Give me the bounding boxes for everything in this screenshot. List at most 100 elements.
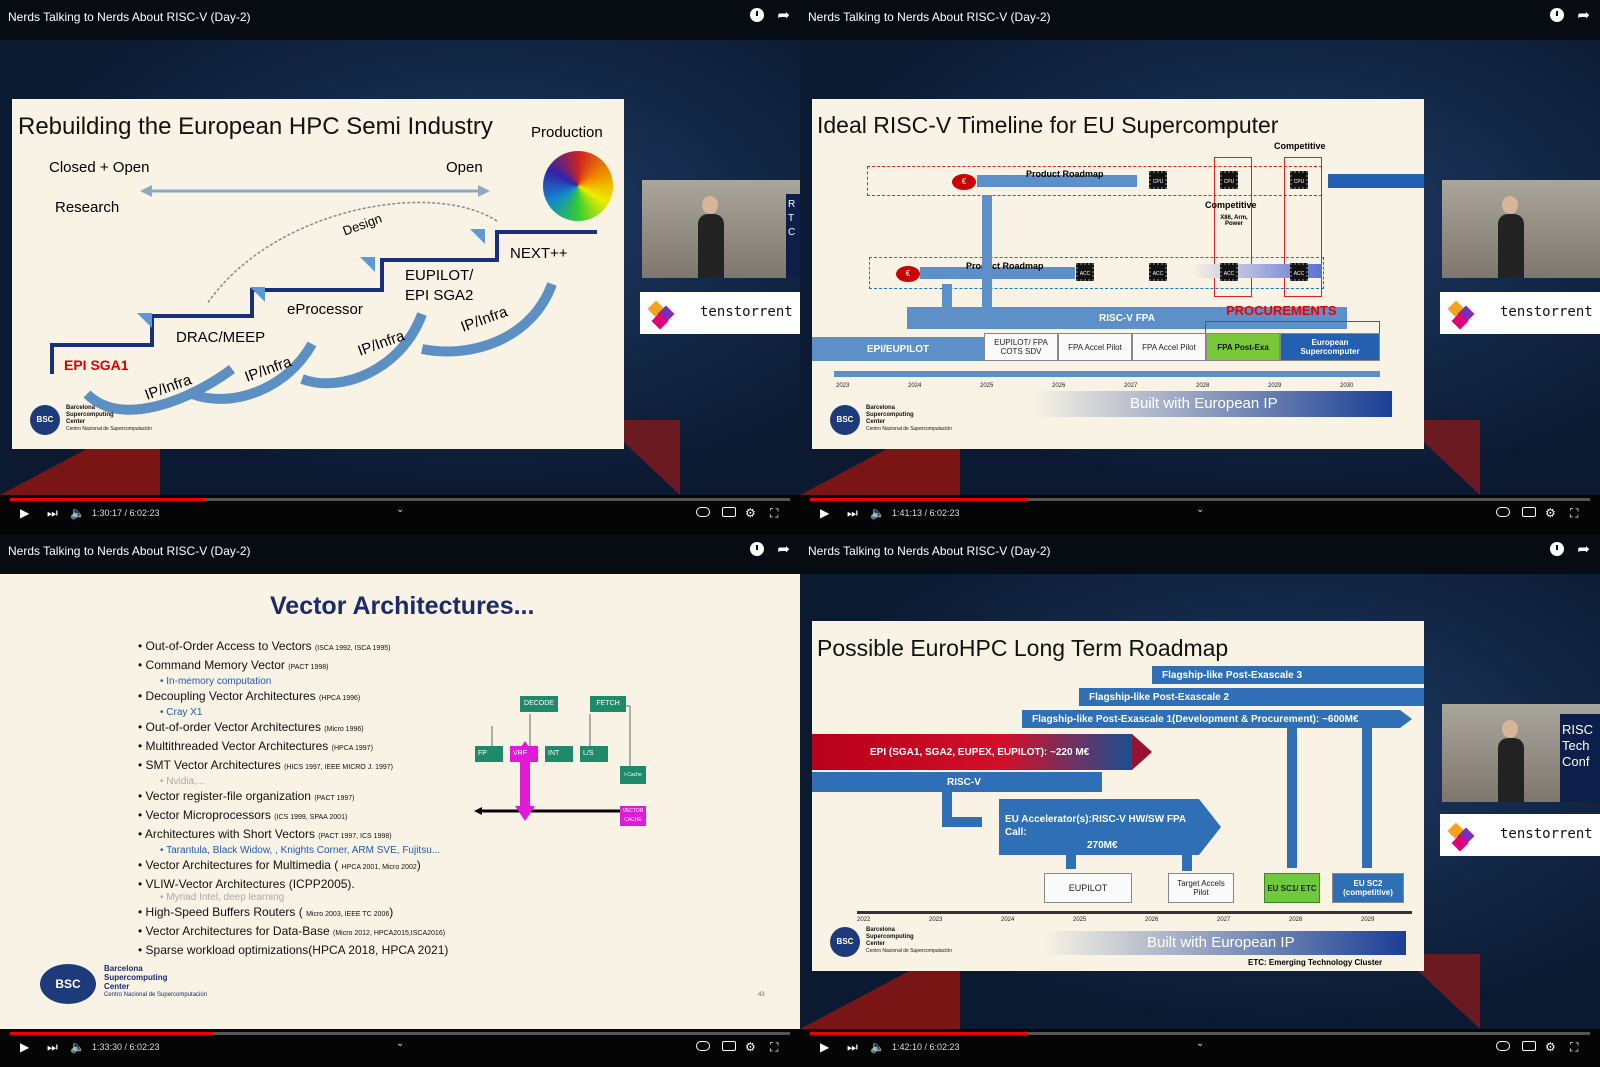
bullet-item: • Multithreaded Vector Architectures (HP… — [138, 739, 373, 753]
product-roadmap-label: Product Roadmap — [966, 261, 1044, 271]
tenstorrent-logo: tenstorrent — [1440, 292, 1600, 334]
share-icon[interactable]: ➦ — [777, 541, 790, 558]
tenstorrent-logo: tenstorrent — [640, 292, 800, 334]
bullet-item: • Decoupling Vector Architectures (HPCA … — [138, 689, 361, 703]
riscv-fpa-bar: RISC-V FPA — [907, 307, 1347, 329]
competitive-column-box — [1214, 157, 1252, 297]
video-title[interactable]: Nerds Talking to Nerds About RISC-V (Day… — [808, 10, 1051, 24]
down-arrow — [1287, 728, 1297, 868]
settings-icon[interactable]: ⚙ — [1545, 506, 1556, 520]
timeline-box: EUPILOT/ FPA COTS SDV — [984, 333, 1058, 361]
built-with-arrow: Built with European IP — [1042, 931, 1406, 955]
chip-icon: CPU — [1290, 171, 1308, 189]
settings-icon[interactable]: ⚙ — [1545, 1040, 1556, 1054]
share-icon[interactable]: ➦ — [1577, 541, 1590, 558]
volume-icon[interactable]: 🔈 — [70, 506, 85, 520]
fullscreen-exit-icon[interactable]: ⛶ — [1570, 506, 1579, 520]
fullscreen-exit-icon[interactable]: ⛶ — [770, 1040, 779, 1054]
chevron-down-icon[interactable]: ⌄ — [396, 1038, 405, 1049]
volume-icon[interactable]: 🔈 — [870, 506, 885, 520]
timeline-year: 2027 — [1217, 917, 1231, 923]
procurements-bracket — [1205, 321, 1380, 335]
flagship-2-bar: Flagship-like Post-Exascale 2 — [1079, 688, 1424, 706]
next-icon[interactable]: ⏭ — [47, 1040, 58, 1054]
ls-block: L/S — [580, 746, 608, 762]
time-display: 1:41:13 / 6:02:23 — [892, 508, 960, 518]
autoplay-toggle[interactable] — [1496, 1041, 1510, 1051]
riscv-right-arrow — [942, 817, 982, 827]
speaker-camera: RISC Tech Conf — [1442, 704, 1600, 802]
fullscreen-exit-icon[interactable]: ⛶ — [1570, 1040, 1579, 1054]
timeline-year: 2024 — [908, 383, 922, 389]
video-title[interactable]: Nerds Talking to Nerds About RISC-V (Day… — [808, 544, 1051, 558]
accel-box: EU Accelerator(s):RISC-V HW/SW FPA Call:… — [999, 799, 1199, 855]
video-title[interactable]: Nerds Talking to Nerds About RISC-V (Day… — [8, 544, 251, 558]
next-icon[interactable]: ⏭ — [847, 1040, 858, 1054]
next-icon[interactable]: ⏭ — [47, 506, 58, 520]
captions-icon[interactable] — [1522, 1041, 1536, 1051]
video-panel-4: Nerds Talking to Nerds About RISC-V (Day… — [800, 534, 1600, 1067]
open-label: Open — [446, 159, 483, 176]
video-title-bar: Nerds Talking to Nerds About RISC-V (Day… — [0, 0, 800, 40]
riscv-down-arrow — [942, 792, 952, 822]
bullet-subitem: • Nvidia,... — [160, 776, 206, 787]
player-controls: ▶ ⏭ 🔈 1:33:30 / 6:02:23 ⌄ ⚙ ⛶ — [0, 1029, 800, 1067]
share-icon[interactable]: ➦ — [1577, 7, 1590, 24]
player-controls: ▶ ⏭ 🔈 1:41:13 / 6:02:23 ⌄ ⚙ ⛶ — [800, 495, 1600, 533]
timeline-year: 2028 — [1196, 383, 1210, 389]
fullscreen-exit-icon[interactable]: ⛶ — [770, 506, 779, 520]
captions-icon[interactable] — [722, 1041, 736, 1051]
video-stage[interactable]: Possible EuroHPC Long Term Roadmap Flags… — [800, 574, 1600, 1029]
video-stage[interactable]: Rebuilding the European HPC Semi Industr… — [0, 40, 800, 495]
watch-later-icon[interactable] — [750, 8, 764, 22]
tenstorrent-mark-icon — [1447, 300, 1475, 330]
play-icon[interactable]: ▶ — [820, 506, 830, 520]
progress-bar[interactable] — [10, 498, 790, 501]
chevron-down-icon[interactable]: ⌄ — [1196, 1038, 1205, 1049]
watch-later-icon[interactable] — [750, 542, 764, 556]
volume-icon[interactable]: 🔈 — [70, 1040, 85, 1054]
down-arrow — [1066, 855, 1076, 869]
next-icon[interactable]: ⏭ — [847, 506, 858, 520]
autoplay-toggle[interactable] — [1496, 507, 1510, 517]
captions-icon[interactable] — [722, 507, 736, 517]
timeline-box: FPA Accel Pilot — [1132, 333, 1206, 361]
eu-sc1-box: EU SC1/ ETC — [1264, 873, 1320, 903]
production-label: Production — [531, 124, 603, 141]
chip-icon: ACC — [1290, 263, 1308, 281]
watch-later-icon[interactable] — [1550, 542, 1564, 556]
video-stage[interactable]: Ideal RISC-V Timeline for EU Supercomput… — [800, 40, 1600, 495]
step-epi-sga1: EPI SGA1 — [64, 357, 129, 373]
watch-later-icon[interactable] — [1550, 8, 1564, 22]
player-controls: ▶ ⏭ 🔈 1:30:17 / 6:02:23 ⌄ ⚙ ⛶ — [0, 495, 800, 533]
eupilot-box: EUPILOT — [1044, 873, 1132, 903]
progress-bar[interactable] — [10, 1032, 790, 1035]
bullet-item: • Command Memory Vector (PACT 1998) — [138, 658, 329, 672]
chevron-down-icon[interactable]: ⌄ — [1196, 504, 1205, 515]
play-icon[interactable]: ▶ — [20, 1040, 30, 1054]
video-stage[interactable]: Vector Architectures... • Out-of-Order A… — [0, 574, 800, 1029]
video-title[interactable]: Nerds Talking to Nerds About RISC-V (Day… — [8, 10, 251, 24]
captions-icon[interactable] — [1522, 507, 1536, 517]
vector-cache-block: VECTOR CACHE — [620, 806, 646, 826]
flagship-1-bar: Flagship-like Post-Exascale 1(Developmen… — [1022, 710, 1400, 728]
slide-title: Possible EuroHPC Long Term Roadmap — [817, 635, 1229, 661]
autoplay-toggle[interactable] — [696, 507, 710, 517]
bullet-item: • Architectures with Short Vectors (PACT… — [138, 827, 392, 841]
progress-bar[interactable] — [810, 498, 1590, 501]
epi-bar: EPI (SGA1, SGA2, EUPEX, EUPILOT): ~220 M… — [812, 734, 1132, 770]
time-display: 1:42:10 / 6:02:23 — [892, 1042, 960, 1052]
volume-icon[interactable]: 🔈 — [870, 1040, 885, 1054]
settings-icon[interactable]: ⚙ — [745, 1040, 756, 1054]
autoplay-toggle[interactable] — [696, 1041, 710, 1051]
share-icon[interactable]: ➦ — [777, 7, 790, 24]
progress-bar[interactable] — [810, 1032, 1590, 1035]
settings-icon[interactable]: ⚙ — [745, 506, 756, 520]
chevron-down-icon[interactable]: ⌄ — [396, 504, 405, 515]
play-icon[interactable]: ▶ — [820, 1040, 830, 1054]
play-icon[interactable]: ▶ — [20, 506, 30, 520]
down-arrow — [1182, 851, 1192, 871]
